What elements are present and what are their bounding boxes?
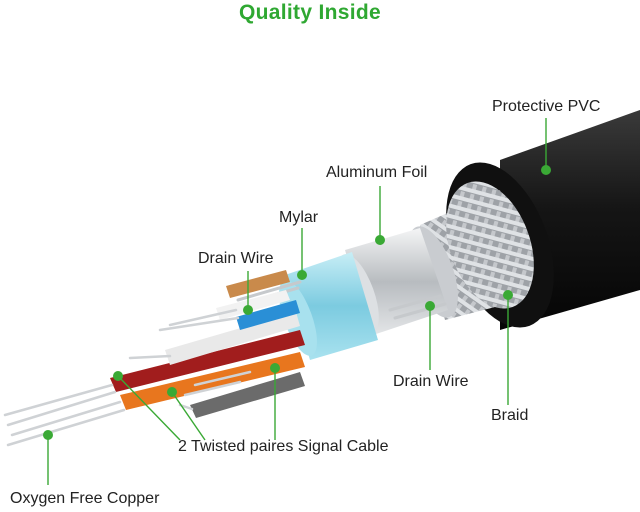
mylar-label: Mylar [279, 209, 319, 226]
callout-dots [43, 165, 551, 440]
page-title: Quality Inside [239, 1, 381, 24]
protective-pvc-label: Protective PVC [492, 98, 601, 115]
oxygen-free-copper-label: Oxygen Free Copper [10, 490, 160, 507]
aluminum-foil-label: Aluminum Foil [326, 164, 428, 181]
twisted-pair-wires [110, 270, 305, 418]
twisted-pairs-label: 2 Twisted paires Signal Cable [178, 438, 389, 455]
braid-label: Braid [491, 407, 529, 424]
drain-wire-bottom-label: Drain Wire [393, 373, 469, 390]
callout-lines [47, 118, 547, 485]
oxygen-free-copper-strands [3, 308, 252, 447]
drain-wire-top-label: Drain Wire [198, 250, 274, 267]
